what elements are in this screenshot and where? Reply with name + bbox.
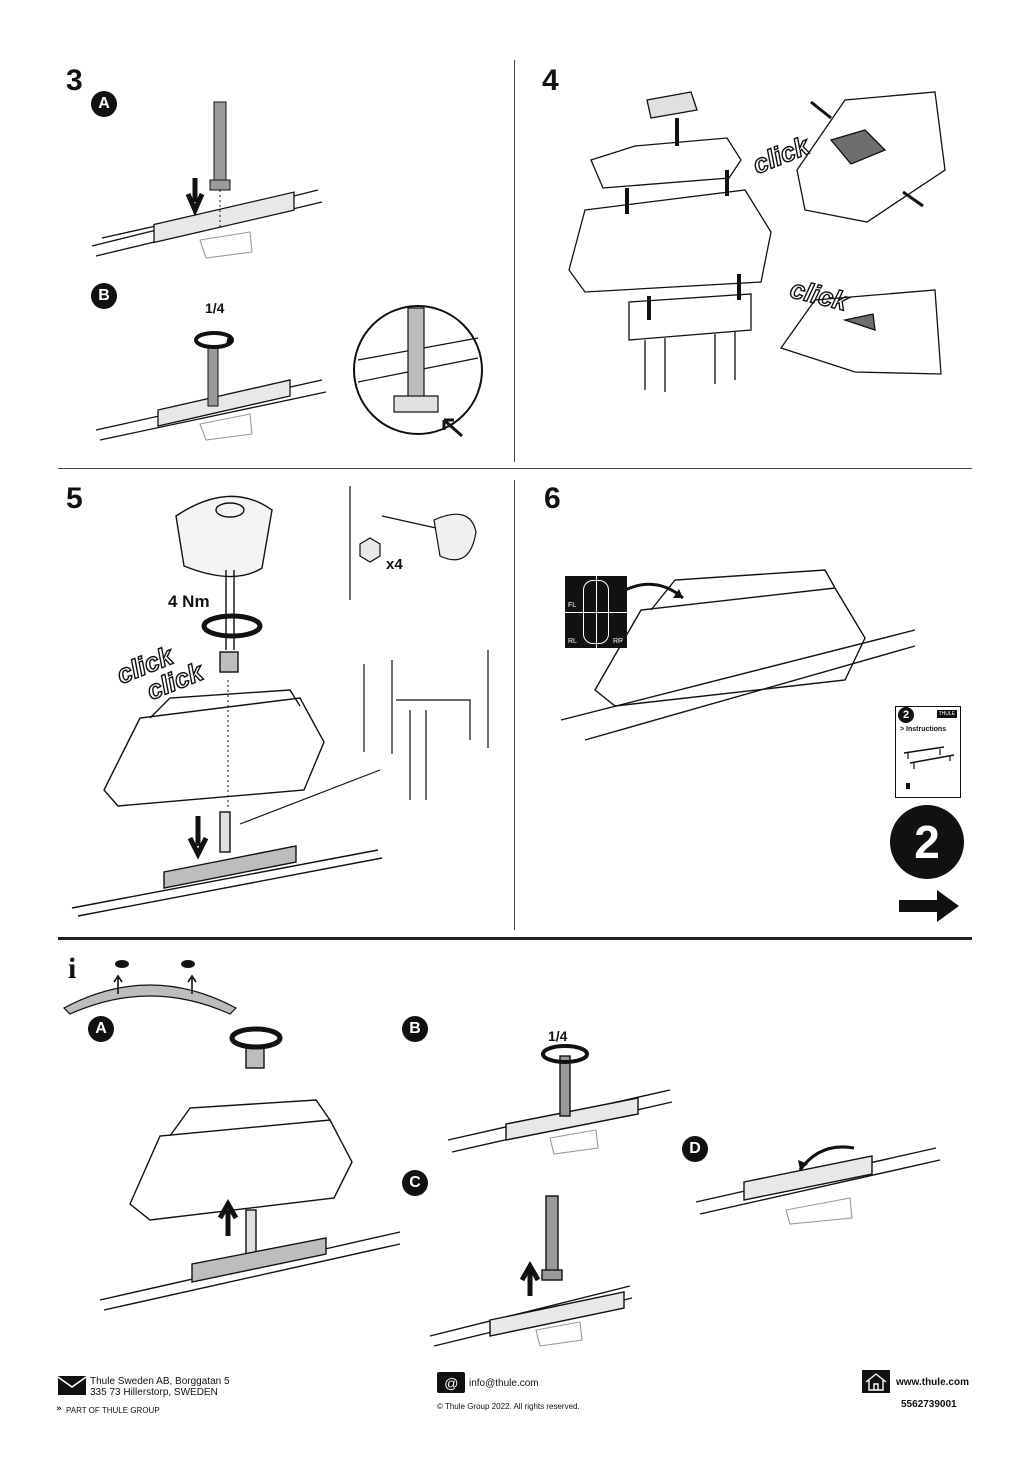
divider-v	[596, 576, 597, 648]
quarter-turn-label: 1/4	[205, 300, 225, 316]
copyright: © Thule Group 2022. All rights reserved.	[437, 1402, 580, 1411]
info-section: i A B C D 1/4	[0, 940, 1026, 1360]
step-5-panel: 5 4 Nm click click x4	[0, 470, 515, 935]
divider-horizontal-mid	[58, 468, 972, 469]
at-icon: @	[437, 1372, 465, 1393]
torque-label: 4 Nm	[168, 592, 210, 611]
step-number: 6	[544, 482, 561, 515]
position-rl: RL	[568, 638, 577, 645]
step-4-panel: 4 click click	[515, 0, 1026, 465]
substep-badge-b: B	[91, 283, 117, 309]
address-line-2: 335 73 Hillerstorp, SWEDEN	[90, 1387, 218, 1398]
double-chevron-icon: »	[56, 1404, 62, 1414]
booklet-number-badge: 2	[898, 707, 914, 723]
roof-curve-illustration	[63, 960, 237, 1015]
substep-badge-a: A	[91, 91, 117, 117]
car-position-diagram: FL RL RR	[565, 576, 627, 648]
torque-tool-illustration	[71, 486, 489, 917]
foot-assembly-exploded	[568, 91, 946, 392]
document-number: 5562739001	[901, 1399, 957, 1410]
next-step-badge: 2	[890, 805, 964, 879]
arrow-right-icon	[899, 890, 959, 922]
svg-text:@: @	[444, 1375, 458, 1391]
thule-group-label: PART OF THULE GROUP	[66, 1406, 160, 1415]
booklet-brand: THULE	[936, 710, 957, 718]
step-number: 5	[66, 482, 83, 515]
detail-zoom-circle	[353, 305, 483, 438]
divider-vertical-mid	[514, 480, 515, 930]
info-illustration-d	[695, 1145, 941, 1225]
email-link[interactable]: info@thule.com	[469, 1378, 539, 1389]
quantity-label: x4	[386, 556, 403, 573]
rail-illustration-b	[95, 331, 327, 441]
substep-badge-c: C	[402, 1170, 428, 1196]
house-icon	[862, 1370, 890, 1393]
info-icon: i	[68, 952, 77, 985]
address-line-1: Thule Sweden AB, Borggatan 5	[90, 1376, 230, 1387]
footer: Thule Sweden AB, Borggatan 5 335 73 Hill…	[0, 1370, 1026, 1430]
position-fl: FL	[568, 602, 577, 609]
divider-vertical-top	[514, 60, 515, 462]
substep-badge-a: A	[88, 1016, 114, 1042]
substep-badge-d: D	[682, 1136, 708, 1162]
info-illustration-a	[99, 1026, 401, 1311]
rail-illustration-a	[91, 101, 323, 259]
booklet-title: > Instructions	[900, 726, 947, 733]
substep-badge-b: B	[402, 1016, 428, 1042]
quarter-turn-label: 1/4	[548, 1028, 568, 1044]
step-6-panel: 6 FL RL RR 2 THULE > Instructions 2	[515, 470, 1026, 935]
website-link[interactable]: www.thule.com	[896, 1377, 969, 1388]
info-illustration-b-c	[429, 1044, 673, 1347]
booklet-bars-illustration	[903, 746, 955, 789]
divider-horizontal-bottom	[58, 937, 972, 940]
envelope-icon	[57, 1376, 87, 1395]
position-rr: RR	[613, 638, 624, 645]
instructions-booklet: 2 THULE > Instructions	[895, 706, 961, 798]
step-number: 4	[542, 64, 559, 97]
step-3-panel: 3 A B 1/4	[0, 0, 515, 465]
foot-on-roof-illustration	[560, 569, 916, 741]
step-number: 3	[66, 64, 83, 97]
